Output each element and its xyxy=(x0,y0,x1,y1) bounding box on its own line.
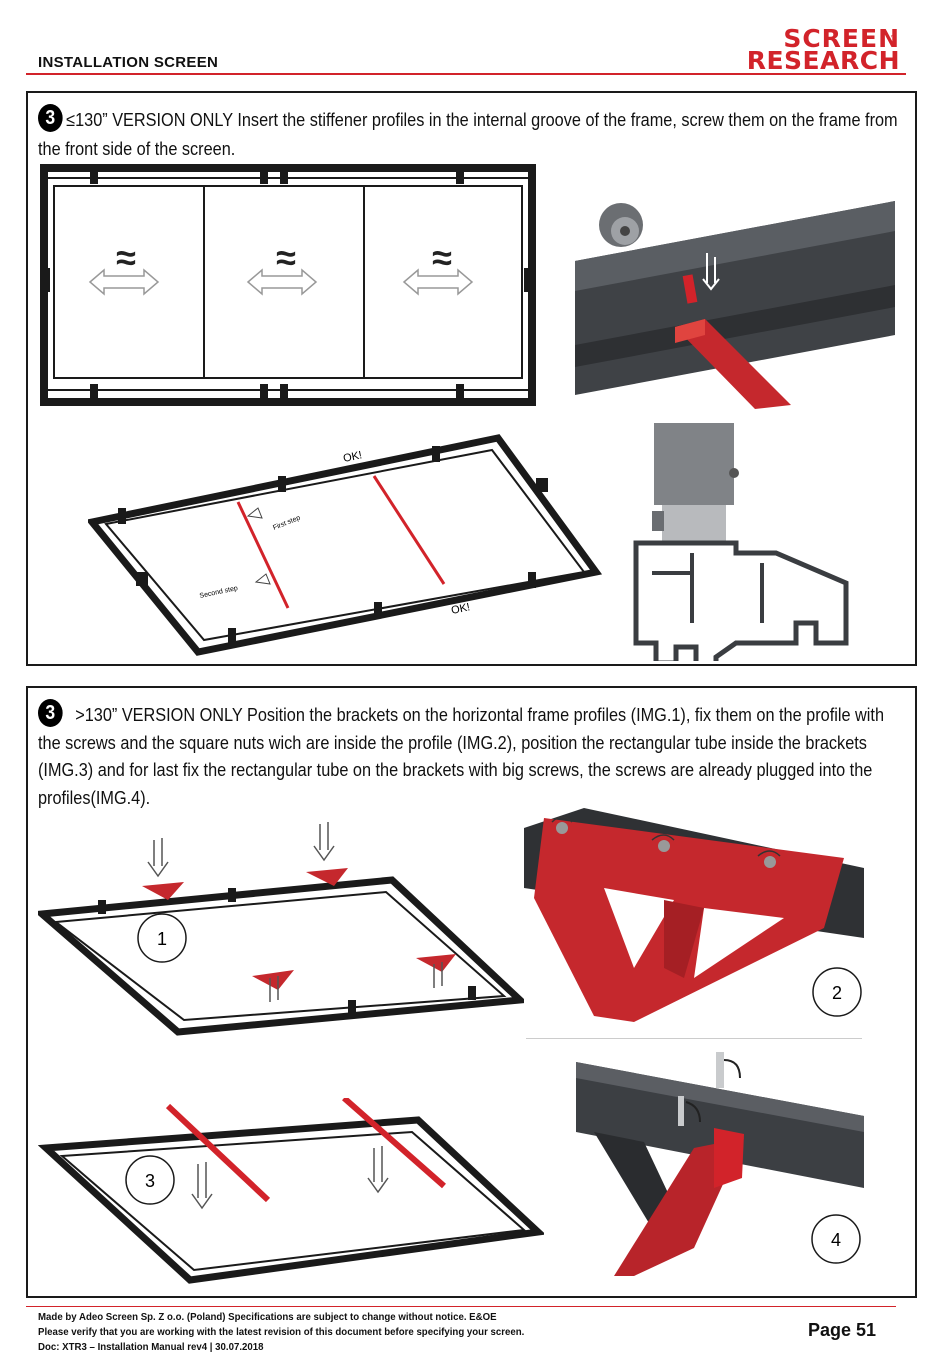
footer-notes: Made by Adeo Screen Sp. Z o.o. (Poland) … xyxy=(38,1310,524,1355)
footer-line-3: Doc: XTR3 – Installation Manual rev4 | 3… xyxy=(38,1341,264,1353)
step1-instructions: 3≤130” VERSION ONLY Insert the stiffener… xyxy=(38,104,900,163)
img4-label: 4 xyxy=(831,1230,841,1250)
page-number: Page 51 xyxy=(808,1320,877,1340)
document-header-title: INSTALLATION SCREEN xyxy=(38,54,219,71)
step2-number-badge: 3 xyxy=(38,699,63,727)
footer-divider xyxy=(26,1306,896,1307)
img3-tube-placement: 3 xyxy=(38,1098,544,1284)
img2-bracket-screws: 2 xyxy=(524,808,864,1022)
ok-top-label: OK! xyxy=(342,449,363,465)
frame-front-view-illustration: ≈ ≈ ≈ xyxy=(40,164,536,406)
image-separator xyxy=(526,1038,862,1039)
step1-number-badge: 3 xyxy=(38,104,63,132)
img2-label: 2 xyxy=(832,983,842,1003)
stiffener-insert-closeup xyxy=(575,201,895,409)
header-divider xyxy=(26,73,906,75)
footer-line-2: Please verify that you are working with … xyxy=(38,1326,525,1338)
svg-text:≈: ≈ xyxy=(276,237,296,278)
ok-bottom-label: OK! xyxy=(450,601,471,617)
svg-text:≈: ≈ xyxy=(432,237,452,278)
profile-cross-section xyxy=(633,423,849,661)
img4-tube-screw: 4 xyxy=(576,1052,864,1276)
step2-text: >130” VERSION ONLY Position the brackets… xyxy=(38,704,884,808)
brand-logo: SCREEN RESEARCH ™ xyxy=(746,24,900,75)
step1-panel xyxy=(26,91,917,666)
step1-text: ≤130” VERSION ONLY Insert the stiffener … xyxy=(38,109,898,159)
svg-text:≈: ≈ xyxy=(116,237,136,278)
img1-bracket-placement: 1 xyxy=(38,822,524,1036)
footer-line-1: Made by Adeo Screen Sp. Z o.o. (Poland) … xyxy=(38,1311,497,1323)
step2-panel xyxy=(26,686,917,1298)
img1-label: 1 xyxy=(157,929,167,949)
img3-label: 3 xyxy=(145,1171,155,1191)
frame-perspective-illustration: OK! OK! First step Second step xyxy=(88,434,603,656)
step2-instructions: 3 >130” VERSION ONLY Position the bracke… xyxy=(38,699,900,811)
